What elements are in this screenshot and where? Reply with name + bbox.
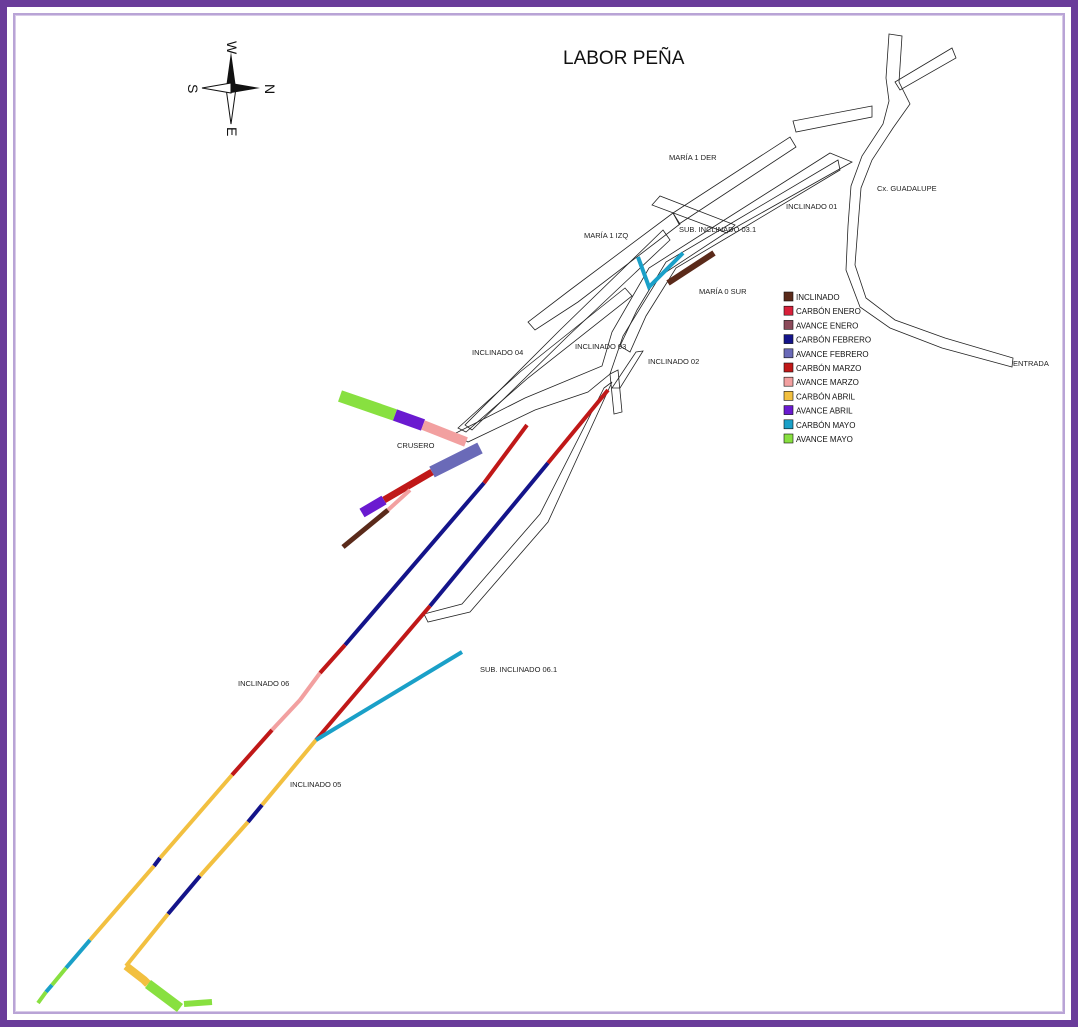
compass-east: E: [224, 127, 240, 136]
label-maria1-izq: MARÍA 1 IZQ: [584, 231, 628, 240]
legend-label: AVANCE MARZO: [796, 378, 859, 387]
label-maria1-der: MARÍA 1 DER: [669, 153, 717, 162]
label-inclinado-04: INCLINADO 04: [472, 348, 523, 357]
gallery-ne-branch: [894, 47, 957, 91]
label-maria0-sur: MARÍA 0 SUR: [699, 287, 747, 296]
label-inclinado-03: INCLINADO 03: [575, 342, 626, 351]
legend-label: CARBÓN FEBRERO: [796, 336, 871, 345]
legend-swatch: [783, 334, 794, 344]
label-crusero: CRUSERO: [397, 441, 435, 450]
legend-label: AVANCE FEBRERO: [796, 350, 869, 359]
gallery-top-crossing: [792, 105, 873, 133]
gallery-crossing-upper: [651, 195, 736, 234]
label-inclinado-02: INCLINADO 02: [648, 357, 699, 366]
legend-swatch: [783, 305, 794, 316]
compass-icon: W N S E: [185, 41, 278, 136]
gallery-inclinado-02: [453, 152, 853, 443]
gallery-inclinado-02-spur: [611, 350, 644, 389]
gallery-maria1-izq: [527, 212, 681, 331]
gallery-inclinado-02-end: [609, 369, 623, 415]
legend-swatch: [783, 291, 794, 302]
workings: [36, 250, 716, 1012]
legend-label: CARBÓN ENERO: [796, 307, 861, 316]
compass-south: S: [185, 84, 201, 93]
label-entrada: ENTRADA: [1013, 359, 1049, 368]
label-sub-inclinado-061: SUB. INCLINADO 06.1: [480, 665, 557, 674]
legend-label: AVANCE ENERO: [796, 321, 858, 330]
legend-swatch: [783, 348, 794, 359]
gallery-inclinado-03: [457, 287, 633, 433]
gallery-inclinado-01: [619, 159, 841, 353]
legend-swatch: [783, 320, 794, 330]
legend-swatch: [783, 405, 794, 415]
map-inner-border: [13, 13, 1065, 1014]
label-inclinado-06: INCLINADO 06: [238, 679, 289, 688]
gallery-guadalupe: [845, 33, 1014, 368]
galleries: [423, 33, 1014, 623]
gallery-inclinado-05-side: [423, 381, 613, 623]
legend-swatch: [783, 433, 794, 444]
legend-swatch: [783, 376, 794, 387]
compass-west: W: [224, 41, 240, 55]
legend-label: CARBÓN ABRIL: [796, 392, 856, 401]
legend: INCLINADO CARBÓN ENERO AVANCE ENERO CARBÓN …: [783, 291, 871, 444]
legend-label: AVANCE MAYO: [796, 435, 853, 444]
legend-label: INCLINADO: [796, 293, 840, 302]
legend-label: AVANCE ABRIL: [796, 407, 853, 416]
legend-swatch: [783, 391, 794, 401]
legend-swatch: [783, 419, 794, 430]
legend-swatch: [783, 362, 794, 373]
gallery-maria1-der: [672, 136, 797, 225]
label-inclinado-01: INCLINADO 01: [786, 202, 837, 211]
label-guadalupe: Cx. GUADALUPE: [877, 184, 937, 193]
label-sub-inclinado-031: SUB. INCLINADO 03.1: [679, 225, 756, 234]
map-title: LABOR PEÑA: [563, 47, 685, 69]
label-inclinado-05: INCLINADO 05: [290, 780, 341, 789]
compass-north: N: [262, 84, 278, 94]
legend-label: CARBÓN MAYO: [796, 421, 855, 430]
gallery-inclinado-04: [464, 229, 671, 431]
legend-label: CARBÓN MARZO: [796, 364, 861, 373]
